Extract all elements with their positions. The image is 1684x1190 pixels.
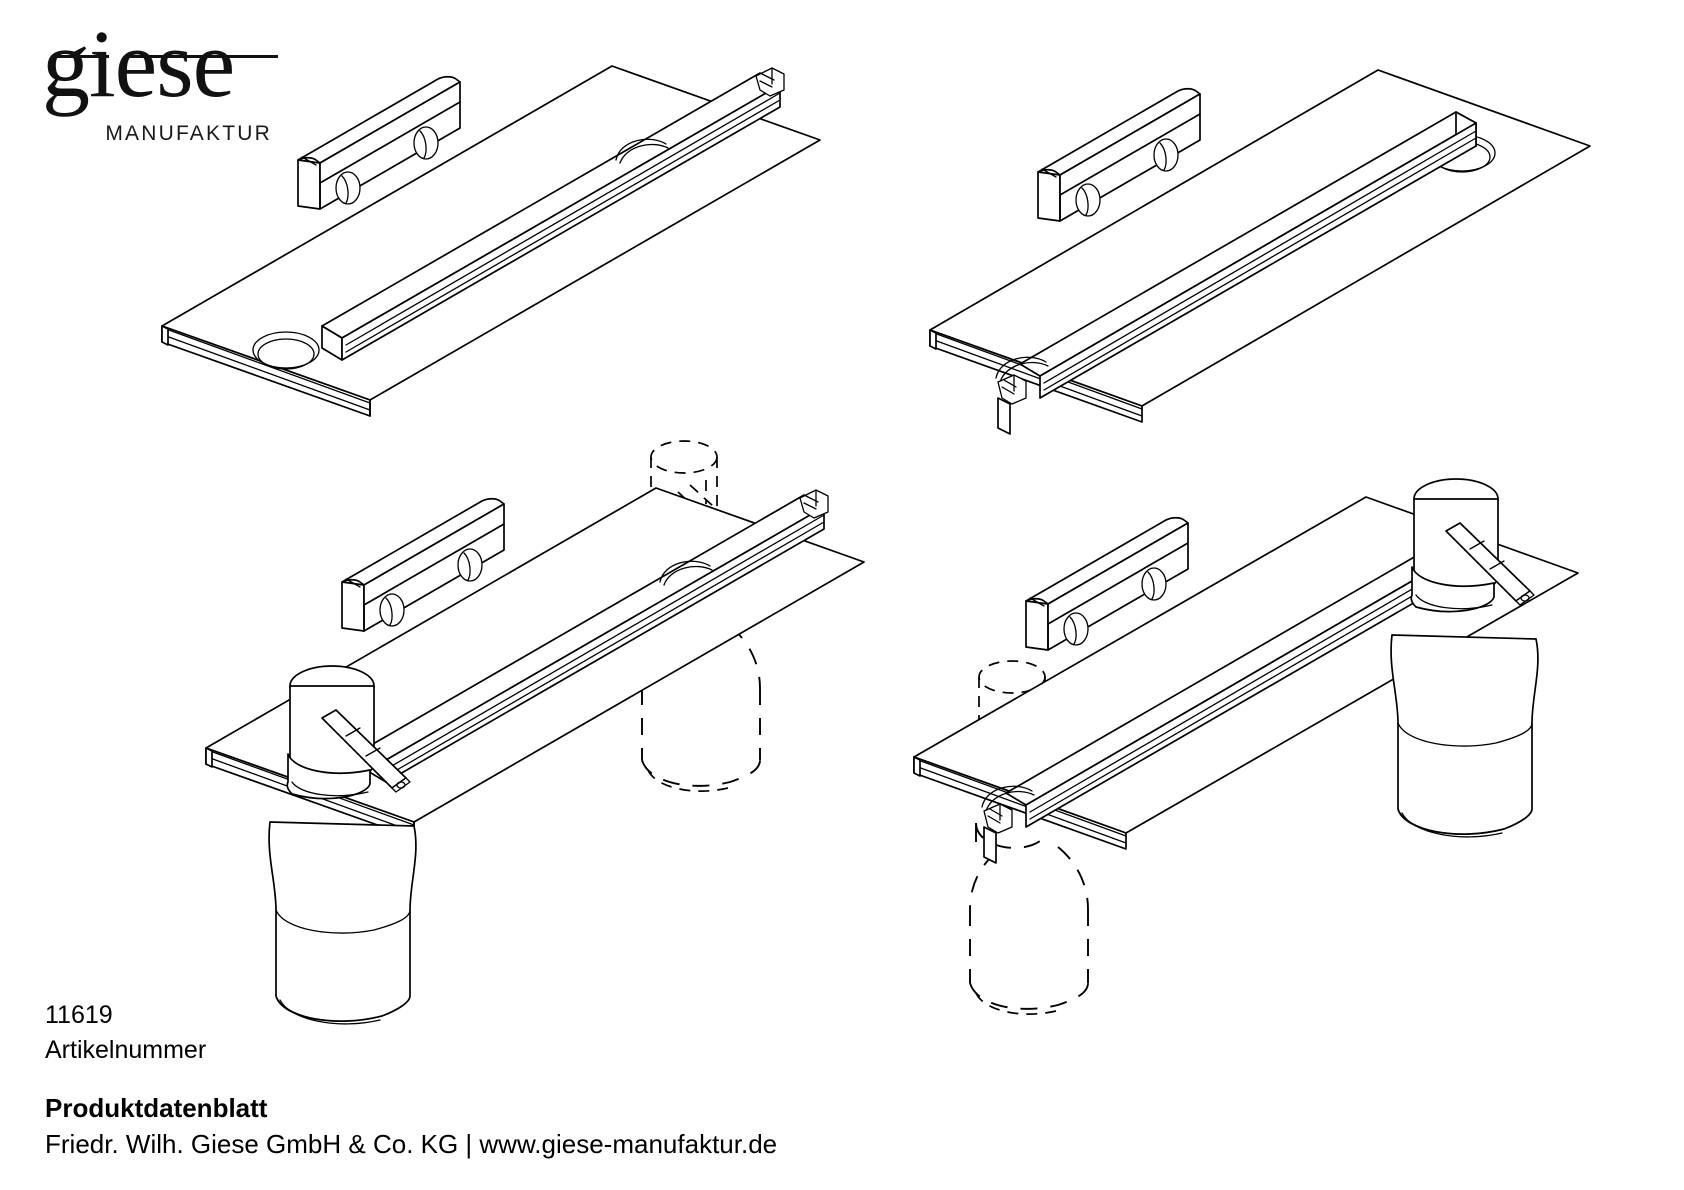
dispenser-pump-bottom-right xyxy=(1410,478,1535,613)
ghost-dispenser-bottle-bottom-right xyxy=(969,822,1089,1015)
bracket-screw-front xyxy=(379,593,405,627)
plate-notch-bottom-left xyxy=(659,560,713,586)
rail-end-hook-bottom-right xyxy=(983,803,1013,864)
logo-rule-left-segment xyxy=(54,55,109,58)
wall-bracket-top-left xyxy=(297,75,461,210)
technical-drawing-view-top-right xyxy=(890,30,1650,460)
wall-bracket-bottom-left xyxy=(341,497,505,632)
bracket-screw-front xyxy=(1063,612,1089,646)
wall-bracket-top-right xyxy=(1037,87,1201,222)
article-info-block: 11619 Artikelnummer xyxy=(45,998,206,1068)
plate-notch-top-right xyxy=(995,356,1049,383)
logo-rule-right-segment xyxy=(128,55,278,58)
technical-drawing-view-top-left xyxy=(120,30,880,460)
plate-notch-top-left xyxy=(615,138,669,164)
shelf-rail-top-right xyxy=(1019,111,1477,399)
bracket-screw-rear xyxy=(1141,567,1167,601)
plate-notch-bottom-right xyxy=(981,785,1035,812)
rail-end-hook-bottom-left xyxy=(799,489,829,519)
rail-end-hook-top-right xyxy=(997,374,1027,435)
wall-bracket-bottom-right xyxy=(1025,516,1189,651)
rail-end-hook-top-left xyxy=(755,67,785,97)
footer-document-type: Produktdatenblatt xyxy=(45,1093,268,1123)
bracket-screw-rear xyxy=(413,126,439,160)
bracket-screw-front xyxy=(1075,183,1101,217)
dispenser-pump-bottom-left xyxy=(286,665,411,800)
document-footer: Produktdatenblatt Friedr. Wilh. Giese Gm… xyxy=(45,1090,777,1162)
shelf-rail-top-left xyxy=(321,72,781,361)
footer-company-line: Friedr. Wilh. Giese GmbH & Co. KG | www.… xyxy=(45,1129,778,1159)
bracket-screw-rear xyxy=(457,548,483,582)
bracket-screw-rear xyxy=(1153,138,1179,172)
through-hole-top-left xyxy=(252,331,320,370)
bracket-screw-front xyxy=(335,171,361,205)
brand-logo: giese MANUFAKTUR xyxy=(42,13,278,147)
shelf-rail-bottom-left xyxy=(365,494,825,783)
article-number-value: 11619 xyxy=(45,1001,113,1029)
dispenser-bottle-bottom-right xyxy=(1390,634,1539,838)
logo-subtitle: MANUFAKTUR xyxy=(105,122,272,145)
dispenser-bottle-bottom-left xyxy=(268,821,417,1025)
technical-drawing-view-bottom-right xyxy=(880,455,1670,1095)
article-number-label: Artikelnummer xyxy=(45,1036,207,1064)
technical-drawing-view-bottom-left xyxy=(170,430,930,1050)
logo-wordmark: giese xyxy=(42,10,235,117)
